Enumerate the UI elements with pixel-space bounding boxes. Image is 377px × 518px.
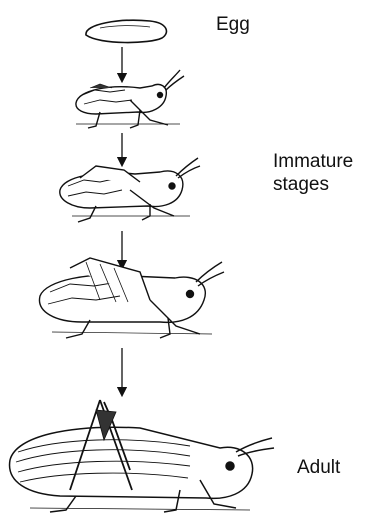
- label-egg: Egg: [216, 13, 250, 36]
- grasshopper-nymph-medium-icon: [60, 158, 200, 222]
- label-immature-line1: Immature: [273, 150, 353, 173]
- label-immature-line2: stages: [273, 173, 353, 196]
- label-immature-stages: Immature stages: [273, 150, 353, 196]
- grasshopper-nymph-small-icon: [76, 70, 184, 128]
- label-adult: Adult: [297, 456, 340, 479]
- grasshopper-adult-icon: [10, 400, 274, 512]
- egg-icon: [86, 20, 167, 42]
- grasshopper-nymph-large-icon: [39, 258, 224, 338]
